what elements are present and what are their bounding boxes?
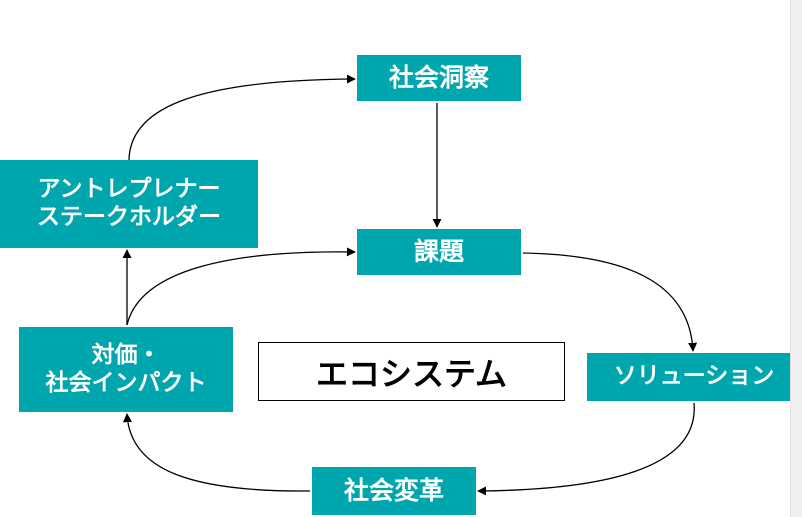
node-solution-label: ソリューション <box>613 363 775 390</box>
node-entrepreneur-line-2: ステークホルダー <box>37 204 221 230</box>
vertical-scrollbar[interactable] <box>790 0 802 517</box>
node-value-social-impact: 対価・ 社会インパクト <box>19 327 233 412</box>
center-ecosystem-label: エコシステム <box>315 354 508 393</box>
node-value-line-1: 対価・ <box>91 341 161 368</box>
edge-solution-to-change <box>477 402 695 496</box>
node-entrepreneur-stakeholder: アントレプレナー ステークホルダー <box>0 160 258 248</box>
edge-change-to-value <box>122 413 311 492</box>
node-social-change-label: 社会変革 <box>343 476 444 505</box>
node-issue: 課題 <box>357 229 521 275</box>
edge-issue-to-solution <box>522 252 698 352</box>
node-social-change: 社会変革 <box>312 467 476 515</box>
edge-value-to-issue <box>126 247 356 326</box>
node-entrepreneur-line-1: アントレプレナー <box>37 176 221 203</box>
node-social-insight-label: 社会洞察 <box>388 63 489 92</box>
node-issue-label: 課題 <box>413 237 464 266</box>
edge-entrepreneur-to-insight <box>128 74 356 161</box>
node-social-insight: 社会洞察 <box>357 55 521 101</box>
node-value-line-2: 社会インパクト <box>45 369 207 396</box>
node-solution: ソリューション <box>587 353 801 401</box>
center-ecosystem-box: エコシステム <box>258 342 565 401</box>
